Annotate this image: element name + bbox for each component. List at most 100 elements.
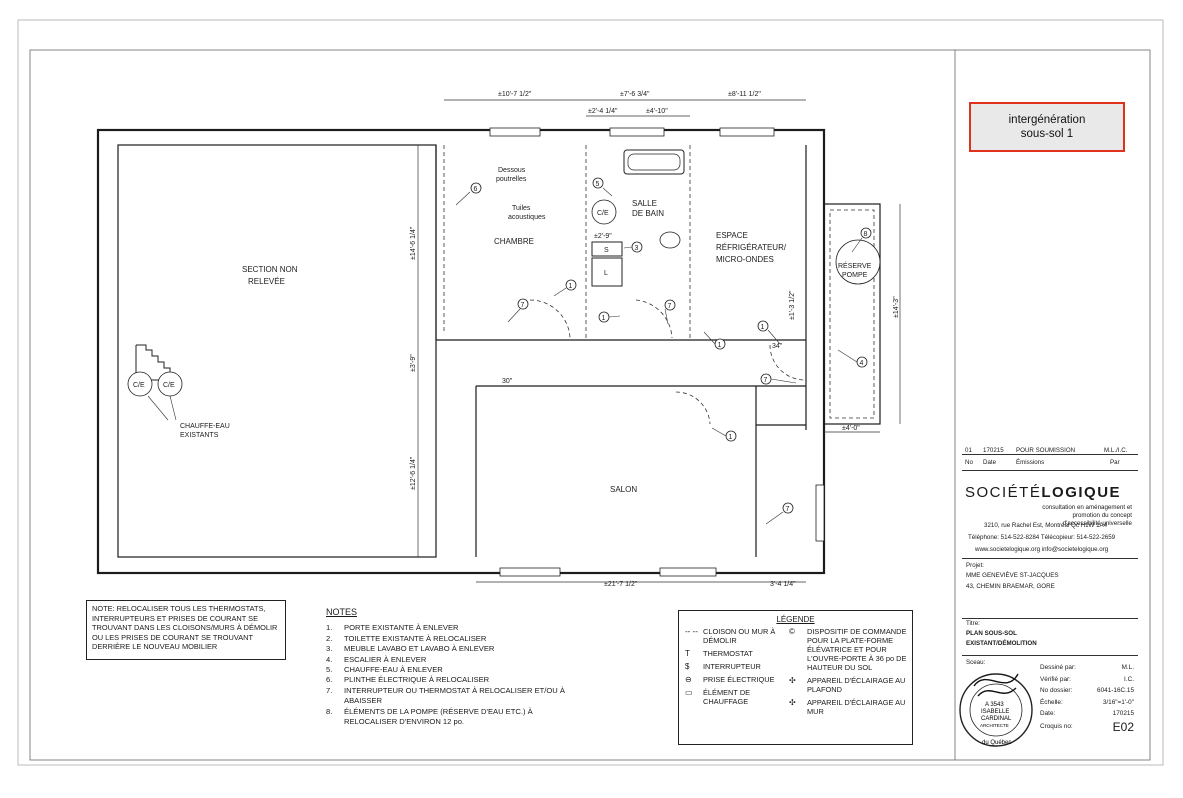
svg-text:7: 7 xyxy=(521,302,525,309)
sceau-label: Sceau: xyxy=(966,659,986,666)
svg-text:7: 7 xyxy=(764,377,768,384)
svg-text:7: 7 xyxy=(786,506,790,513)
seal-text: A 3543 xyxy=(985,702,1004,708)
svg-text:6: 6 xyxy=(474,186,478,193)
legend-text: CLOISON OU MUR À DÉMOLIR xyxy=(703,627,776,645)
legend-symbol-icon: ▭ xyxy=(685,688,693,697)
legend-item: $ INTERRUPTEUR xyxy=(685,662,785,671)
company-phone: Téléphone: 514-522-8284 Télécopieur: 514… xyxy=(968,534,1116,541)
room-label: DE BAIN xyxy=(632,209,664,218)
window xyxy=(499,567,561,577)
field-label: Vérifié par: xyxy=(1040,675,1071,683)
legend-text: PRISE ÉLECTRIQUE xyxy=(703,675,775,684)
room-label: SALLE xyxy=(632,199,657,208)
room-label-chambre: CHAMBRE xyxy=(494,237,534,246)
legend-item: -- -- CLOISON OU MUR À DÉMOLIR xyxy=(685,627,785,645)
rev-date: 170215 xyxy=(983,447,1004,454)
legend-title: LÉGENDE xyxy=(776,615,815,624)
svg-text:3: 3 xyxy=(635,245,639,252)
field-label: Dessiné par: xyxy=(1040,664,1076,671)
dimension-text: 30" xyxy=(502,378,513,385)
dimension-text: ±3'-9" xyxy=(410,354,417,372)
titre-label: Titre: xyxy=(966,620,980,627)
seal-outer xyxy=(959,673,1033,747)
titleblock-field: No dossier:6041-16C.15 xyxy=(1040,685,1134,697)
projet-line-2: 43, CHEMIN BRAEMAR, GORE xyxy=(966,583,1055,590)
bathtub-basin xyxy=(627,153,681,171)
dimension-text: ±8'-11 1/2" xyxy=(728,91,761,98)
note-number: 6. xyxy=(326,675,333,685)
svg-text:1: 1 xyxy=(569,283,573,290)
rule xyxy=(962,558,1138,559)
svg-text:1: 1 xyxy=(602,315,606,322)
svg-text:7: 7 xyxy=(668,303,672,310)
header-par: Par xyxy=(1110,459,1120,466)
note-item: 2.TOILETTE EXISTANTE À RELOCALISER xyxy=(326,634,566,644)
legend-text: APPAREIL D'ÉCLAIRAGE AU MUR xyxy=(807,698,906,716)
door-swing xyxy=(769,344,807,381)
note-number: 1. xyxy=(326,623,333,633)
svg-text:8: 8 xyxy=(864,231,868,238)
legend-text: DISPOSITIF DE COMMANDE POUR LA PLATE-FOR… xyxy=(807,627,907,672)
legend-symbol-icon: $ xyxy=(685,662,690,671)
svg-text:5: 5 xyxy=(596,181,600,188)
rev-by: M.L./I.C. xyxy=(1104,447,1128,454)
legend-item: ✣APPAREIL D'ÉCLAIRAGE AU PLAFOND xyxy=(789,676,909,694)
ceiling-note: acoustiques xyxy=(508,214,546,221)
section-non-relevee-outline xyxy=(117,144,437,558)
rule xyxy=(962,655,1138,656)
legend-text: APPAREIL D'ÉCLAIRAGE AU PLAFOND xyxy=(807,676,906,694)
door-swing xyxy=(675,391,711,425)
legend-symbol-icon: -- -- xyxy=(685,627,698,636)
field-label: Croquis no: xyxy=(1040,722,1073,730)
note-text: MEUBLE LAVABO ET LAVABO À ENLEVER xyxy=(344,644,495,654)
dimension-text: ±21'-7 1/2" xyxy=(604,581,638,588)
sheet-label-box: intergénération sous-sol 1 xyxy=(969,102,1125,152)
porch xyxy=(823,203,881,425)
note-item: 1.PORTE EXISTANTE À ENLEVER xyxy=(326,623,566,633)
dimension-text: ±7'-6 3/4" xyxy=(620,91,650,98)
dimension-text: ±4'-10" xyxy=(646,108,668,115)
window xyxy=(719,127,775,137)
dimension-text: ±14'-6 1/4" xyxy=(410,226,417,260)
shelf-label: S xyxy=(604,247,609,254)
dimension-text: ±4'-0" xyxy=(842,425,860,432)
legend-item: ✣APPAREIL D'ÉCLAIRAGE AU MUR xyxy=(789,698,909,716)
field-value: I.C. xyxy=(1124,675,1134,683)
legend-text: INTERRUPTEUR xyxy=(703,662,761,671)
field-label: Échelle: xyxy=(1040,698,1063,706)
legend-item: ©DISPOSITIF DE COMMANDE POUR LA PLATE-FO… xyxy=(789,627,909,672)
window xyxy=(815,484,825,542)
door-swing xyxy=(529,299,571,339)
header-date: Date xyxy=(983,459,997,466)
notes-title: NOTES xyxy=(326,607,358,617)
dimension-text: ±2'-4 1/4" xyxy=(588,108,618,115)
room-label: MICRO-ONDES xyxy=(716,255,774,264)
field-value: 6041-16C.15 xyxy=(1097,687,1134,694)
header-no: No xyxy=(965,459,973,466)
company-tagline: consultation en aménagement et promotion… xyxy=(1042,504,1132,527)
room-label: SECTION NON xyxy=(242,265,298,274)
architect-seal: A 3543 ISABELLE CARDINAL ARCHITECTE du Q… xyxy=(959,673,1033,747)
legend-text: THERMOSTAT xyxy=(703,649,753,658)
company-address: 3210, rue Rachel Est, Montréal Qc H1W 1A… xyxy=(984,522,1108,529)
rule xyxy=(962,470,1138,471)
ceiling-note: Tuiles xyxy=(512,205,531,212)
water-heater xyxy=(127,371,153,397)
titleblock-field: Dessiné par:M.L. xyxy=(1040,662,1134,674)
ceiling-note: Dessous xyxy=(498,167,526,174)
note-text: INTERRUPTEUR OU THERMOSTAT À RELOCALISER… xyxy=(344,685,565,706)
dimension-text: ±12'-6 1/4" xyxy=(410,456,417,490)
titleblock-field: Vérifié par: I.C. xyxy=(1040,674,1134,686)
header-emissions: Émissions xyxy=(1016,459,1045,466)
room-label: RÉSERVE xyxy=(838,261,872,270)
note-number: 2. xyxy=(326,633,333,643)
dimension-text: 3'-4 1/4" xyxy=(770,581,796,588)
dimension-text: ±10'-7 1/2" xyxy=(498,91,532,98)
titleblock-field: Échelle:3/16"=1'-0" xyxy=(1040,697,1134,709)
room-label-salon: SALON xyxy=(610,485,637,494)
